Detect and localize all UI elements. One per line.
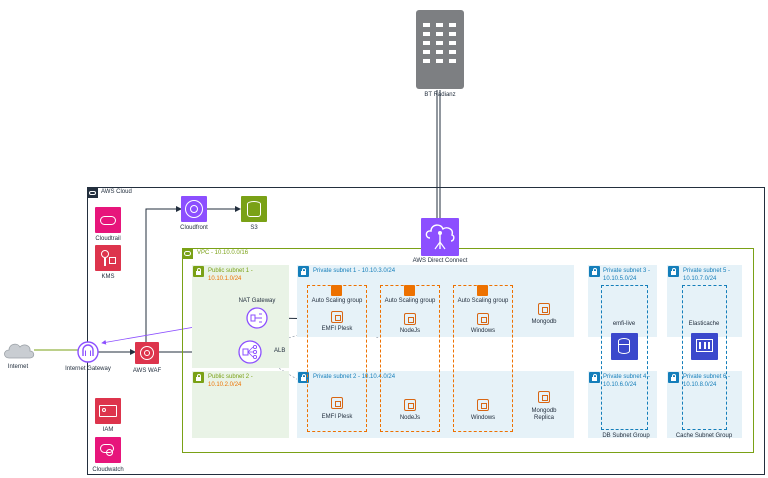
emfi-plesk-1-label: EMFI Plesk [321, 326, 353, 332]
asg-emfi-icon [331, 285, 342, 296]
aws-cloud-icon [87, 187, 98, 198]
datacenter-label: BT Radianz [424, 92, 456, 98]
public-subnet-2-lock-icon [193, 372, 204, 383]
emfi-plesk-2-ec2-icon [331, 397, 343, 409]
datacenter-building-icon [416, 10, 464, 89]
emfi-plesk-1-ec2-icon [331, 311, 343, 323]
internet-label: Internet [7, 364, 29, 370]
link-waf-cloudfront [145, 206, 182, 342]
private-subnet-6-cidr: 10.10.8.0/24 [683, 382, 717, 388]
nodejs-1-ec2-icon [404, 313, 416, 325]
kms-label: KMS [101, 274, 115, 280]
private-subnet-4-title: Private subnet 4 - [603, 374, 651, 380]
aws-cloud-title: AWS Cloud [101, 189, 132, 195]
alb-icon [238, 340, 262, 364]
nodejs-2-label: NodeJs [399, 415, 421, 421]
private-subnet-3 [588, 265, 657, 337]
private-subnet-2 [297, 371, 574, 438]
private-subnet-2-title: Private subnet 2 - 10.10.4.0/24 [313, 374, 396, 380]
mongodb-replica-ec2-icon [538, 391, 550, 403]
private-subnet-4-lock-icon [589, 372, 600, 383]
elasticache-label: Elasticache [688, 321, 720, 327]
public-subnet-2 [192, 371, 289, 438]
private-subnet-6 [667, 371, 742, 438]
windows-2-ec2-icon [477, 399, 489, 411]
rds-database-icon [611, 333, 638, 360]
kms-icon [95, 245, 121, 271]
mongodb-replica-label-1: Mongodb [531, 408, 557, 414]
waf-label: AWS WAF [132, 368, 162, 374]
cloudfront-icon [181, 196, 207, 222]
private-subnet-1-lock-icon [298, 266, 309, 277]
internet-gateway-icon [77, 341, 99, 363]
private-subnet-3-title: Private subnet 3 - [603, 268, 651, 274]
elasticache-icon [691, 333, 718, 360]
waf-icon [135, 342, 159, 364]
cloudtrail-label: Cloudtrail [95, 236, 121, 242]
public-subnet-2-cidr: 10.10.2.0/24 [208, 382, 242, 388]
windows-2-label: Windows [470, 415, 496, 421]
cloudwatch-icon [95, 437, 121, 463]
public-subnet-1-lock-icon [193, 266, 204, 277]
private-subnet-5-title: Private subnet 5 - [683, 268, 731, 274]
internet-cloud-icon [4, 343, 35, 359]
s3-label: S3 [250, 225, 258, 231]
windows-1-ec2-icon [477, 313, 489, 325]
internet-gateway-label: Internet Gateway [65, 366, 111, 372]
iam-icon [95, 398, 121, 424]
mongodb-1-ec2-icon [538, 303, 550, 315]
public-subnet-2-title: Public subnet 2 - [208, 374, 253, 380]
db-subnet-group [601, 285, 648, 430]
vpc-icon [182, 248, 193, 259]
private-subnet-3-lock-icon [589, 266, 600, 277]
db-subnet-group-label: DB Subnet Group [602, 433, 650, 439]
cache-subnet-group [682, 285, 727, 430]
asg-nodejs-label: Auto Scaling group [384, 298, 436, 304]
asg-nodejs-icon [404, 285, 415, 296]
nat-gateway-icon [246, 307, 268, 329]
cache-subnet-group-label: Cache Subnet Group [675, 433, 733, 439]
private-subnet-5-lock-icon [668, 266, 679, 277]
private-subnet-4-cidr: 10.10.6.0/24 [603, 382, 637, 388]
mongodb-replica-label-2: Replica [533, 415, 555, 421]
public-subnet-1-cidr: 10.10.1.0/24 [208, 276, 242, 282]
mongodb-1-label: Mongodb [531, 319, 557, 325]
s3-icon [241, 196, 267, 222]
vpc-group [182, 248, 754, 453]
aws-cloud-group [87, 187, 765, 475]
cloudwatch-label: Cloudwatch [92, 467, 124, 473]
windows-1-label: Windows [470, 328, 496, 334]
nodejs-2-ec2-icon [404, 399, 416, 411]
private-subnet-6-title: Private subnet 6 - [683, 374, 731, 380]
alb-label: ALB [274, 348, 286, 354]
public-subnet-1-title: Public subnet 1 - [208, 268, 253, 274]
cloudfront-label: Cloudfront [180, 225, 208, 231]
cloudtrail-icon [95, 207, 121, 233]
asg-windows-icon [477, 285, 488, 296]
private-subnet-5-cidr: 10.10.7.0/24 [683, 276, 717, 282]
nodejs-1-label: NodeJs [399, 328, 421, 334]
asg-windows-label: Auto Scaling group [457, 298, 509, 304]
private-subnet-6-lock-icon [668, 372, 679, 383]
asg-emfi-label: Auto Scaling group [311, 298, 363, 304]
db-instance-label: emfi-live [612, 321, 636, 327]
private-subnet-5 [667, 265, 742, 337]
direct-connect-icon [421, 218, 459, 256]
private-subnet-1 [297, 265, 574, 337]
nat-gateway-label: NAT Gateway [238, 298, 276, 304]
direct-connect-label: AWS Direct Connect [412, 258, 468, 264]
emfi-plesk-2-label: EMFI Plesk [321, 414, 353, 420]
vpc-title: VPC - 10.10.0.0/16 [197, 250, 249, 256]
asg-emfi [307, 285, 367, 432]
iam-label: IAM [102, 427, 114, 433]
private-subnet-3-cidr: 10.10.5.0/24 [603, 276, 637, 282]
private-subnet-1-title: Private subnet 1 - 10.10.3.0/24 [313, 268, 396, 274]
private-subnet-2-lock-icon [298, 372, 309, 383]
